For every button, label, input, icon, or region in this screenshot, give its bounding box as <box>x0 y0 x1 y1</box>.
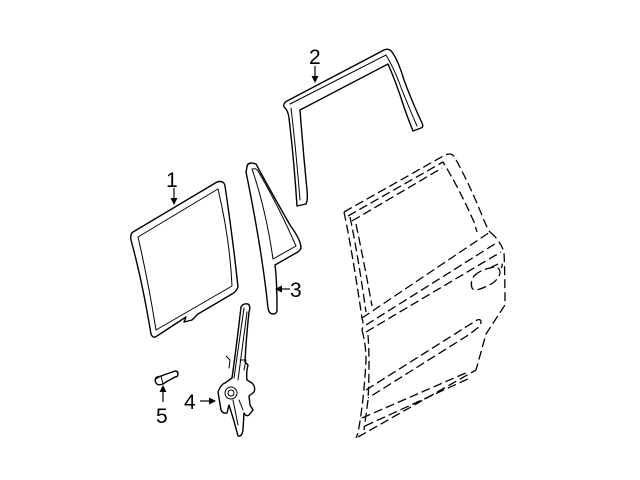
door-shell-reference <box>343 153 506 439</box>
callout-4-label: 4 <box>184 391 196 414</box>
callout-5: 5 <box>156 385 168 428</box>
door-glass-part[interactable] <box>130 180 239 338</box>
run-channel-part[interactable] <box>283 48 424 207</box>
callout-3-label: 3 <box>290 279 302 302</box>
callout-1-label: 1 <box>166 169 178 192</box>
callout-5-label: 5 <box>156 405 168 428</box>
callout-4: 4 <box>184 391 216 414</box>
bolt-part[interactable] <box>154 370 179 386</box>
callout-1: 1 <box>166 169 178 205</box>
callout-3: 3 <box>275 279 302 302</box>
window-regulator-part[interactable] <box>217 303 256 437</box>
quarter-glass-part[interactable] <box>245 162 302 315</box>
callout-2-label: 2 <box>309 46 321 69</box>
callout-2: 2 <box>309 46 321 83</box>
